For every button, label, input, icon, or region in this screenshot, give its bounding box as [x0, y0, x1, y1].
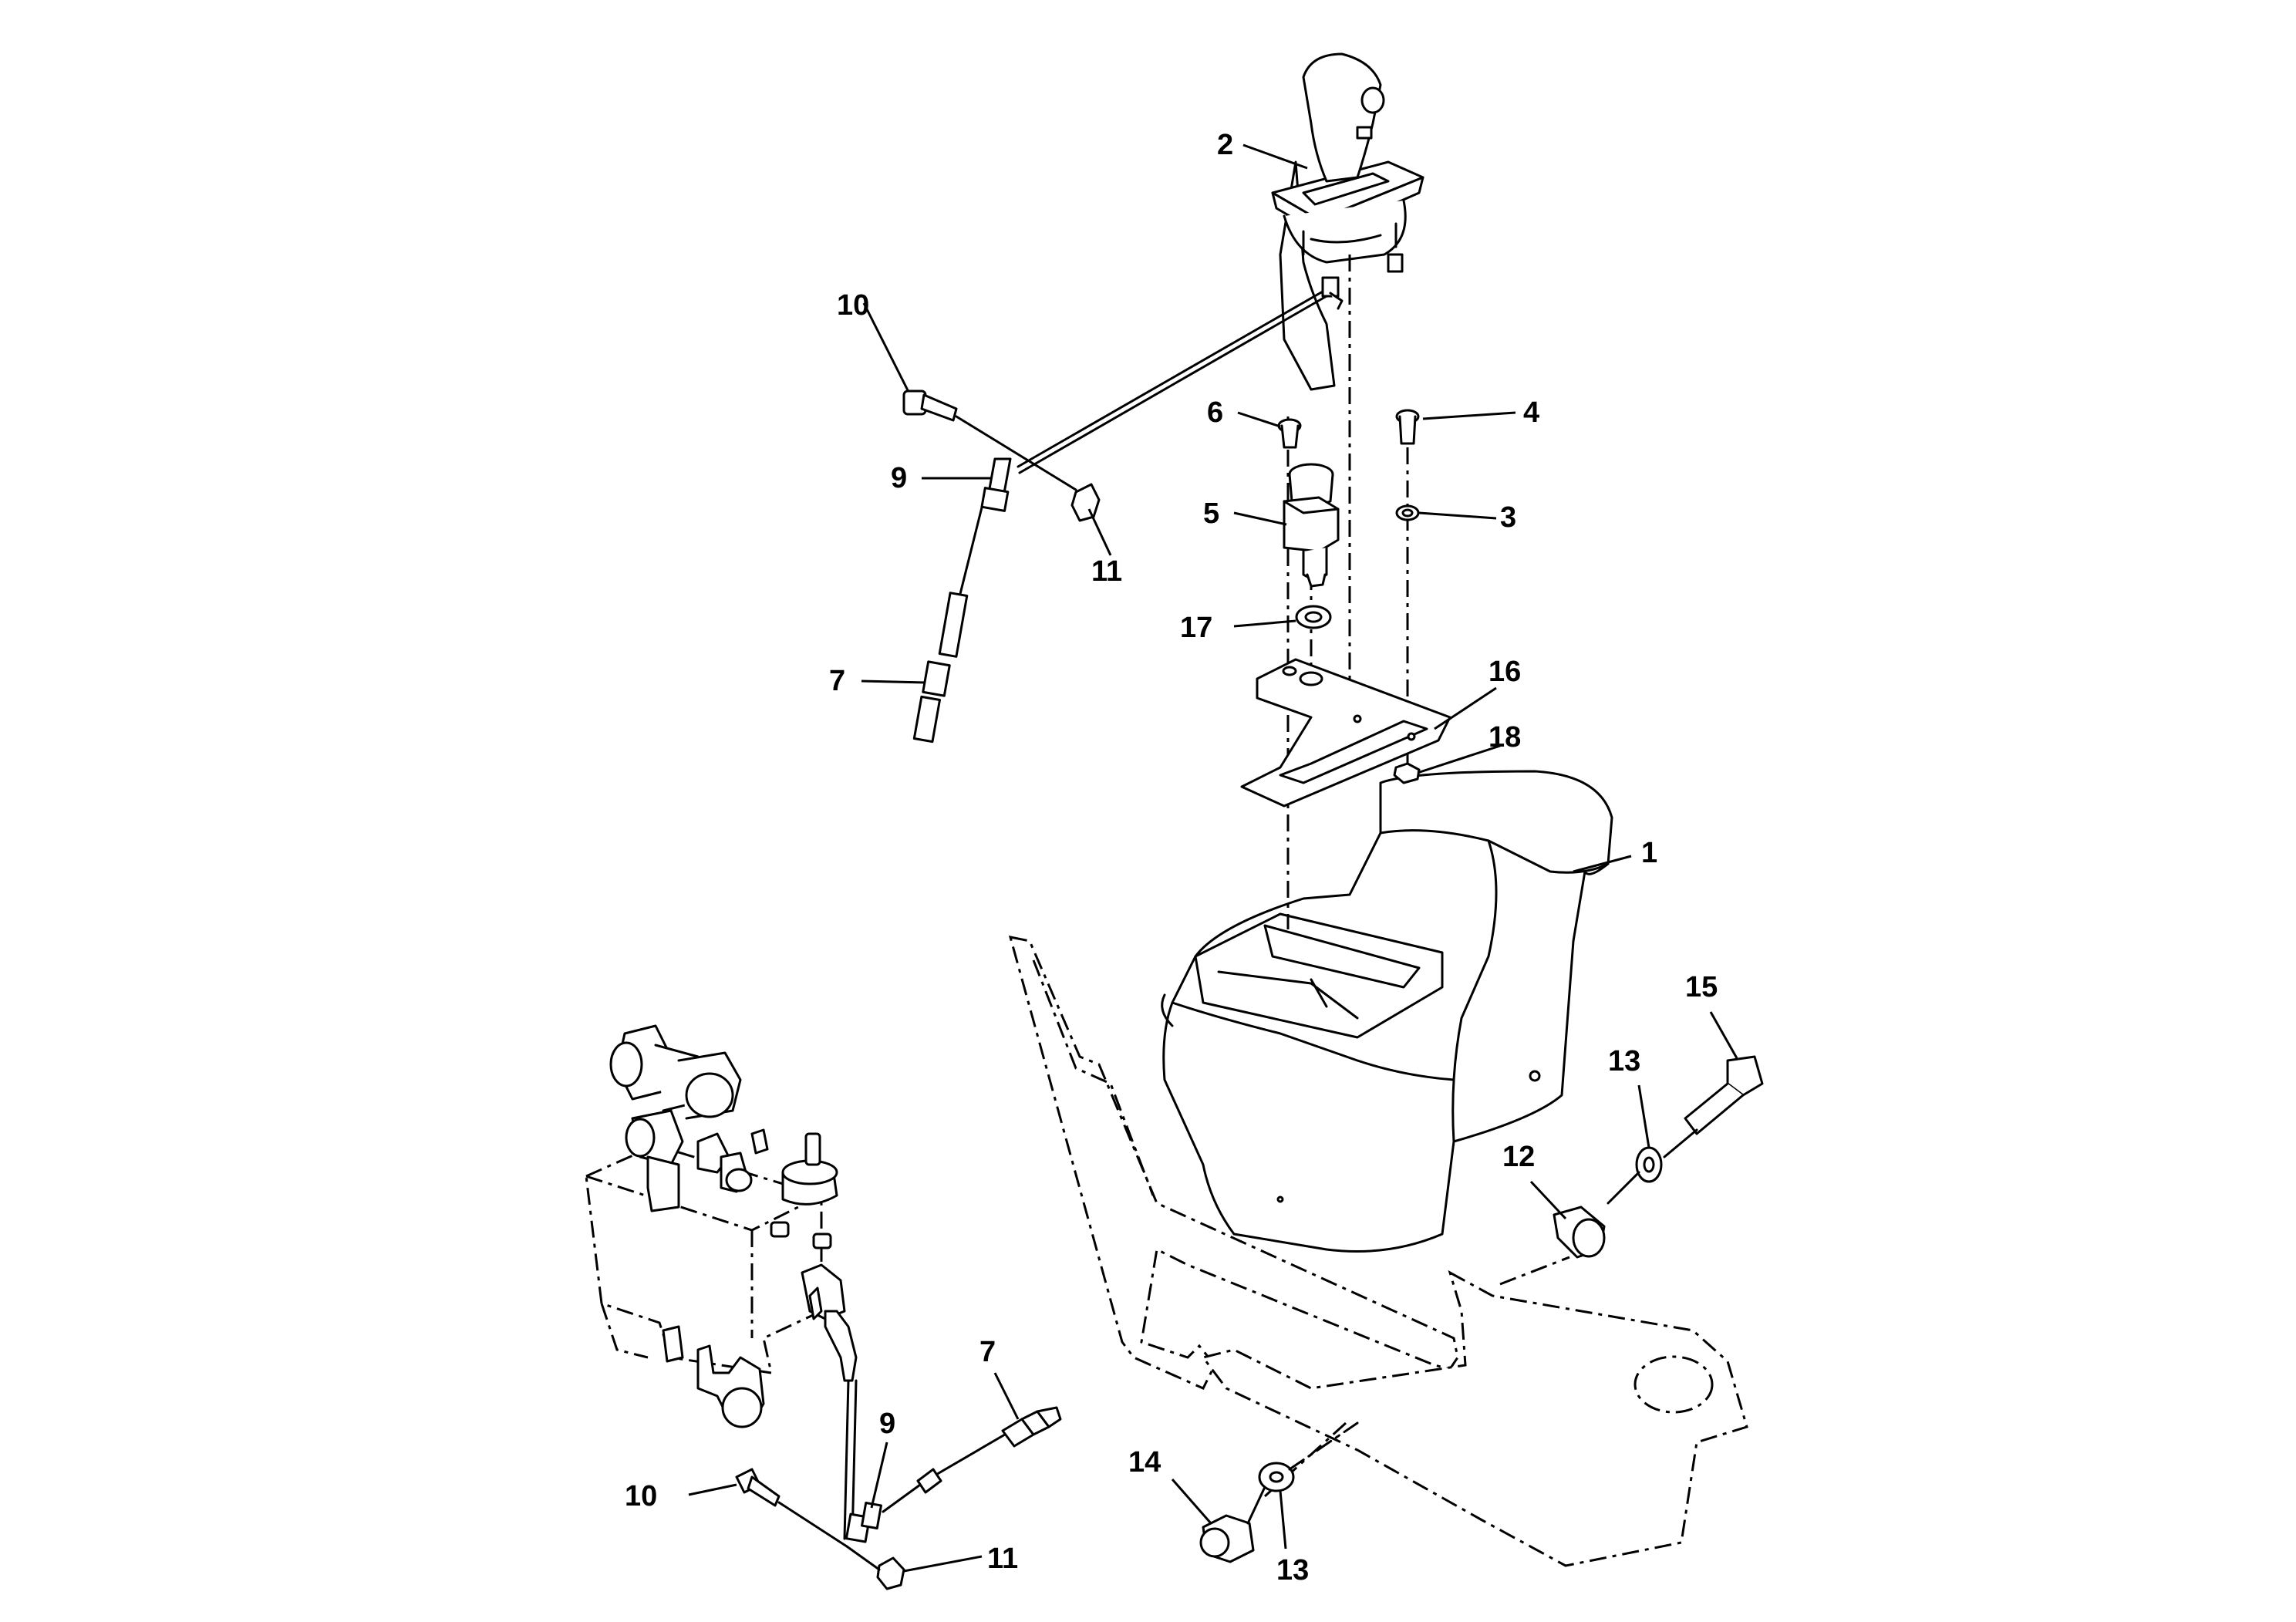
valve-fittings: [609, 1024, 858, 1428]
bushing-12: [1553, 1206, 1606, 1259]
callout-2: 2: [1217, 129, 1233, 161]
callout-13-upper: 13: [1608, 1045, 1640, 1077]
nut-11-lower: [845, 1545, 905, 1590]
callout-6: 6: [1207, 396, 1223, 429]
callout-11-upper: 11: [1091, 555, 1122, 588]
bushing-14: [1199, 1514, 1255, 1563]
screw-6: [1277, 418, 1302, 449]
callout-5: 5: [1203, 497, 1219, 530]
callout-7-lower: 7: [979, 1336, 996, 1368]
nut-18: [1393, 762, 1421, 784]
mounting-plate: [1240, 658, 1451, 808]
pushbutton-switch: [1283, 463, 1340, 588]
washer-13-lower: [1246, 1421, 1359, 1525]
washer-17: [1295, 605, 1332, 629]
callout-labels: 1 2 3 4 5 6 7 7 9 9 10 10 11 11 12 13 13…: [625, 129, 1718, 1587]
callout-9-lower: 9: [879, 1408, 895, 1440]
shift-lever-assembly: [1271, 52, 1424, 391]
screw-4: [1395, 409, 1420, 445]
callout-9-upper: 9: [891, 462, 907, 494]
washer-3: [1395, 504, 1420, 521]
bolt-10-lower: [735, 1468, 848, 1548]
rod-end-upper: [980, 457, 1012, 512]
callout-7-upper: 7: [829, 665, 845, 697]
cable-lower: [882, 1406, 1062, 1513]
callout-11-lower: 11: [987, 1543, 1018, 1575]
callout-10-upper: 10: [837, 289, 869, 322]
bolt-10-upper: [902, 389, 1077, 491]
callout-12: 12: [1502, 1141, 1535, 1173]
callout-16: 16: [1489, 656, 1521, 688]
bolt-15: [1607, 1055, 1764, 1205]
washer-13-upper: [1635, 1146, 1663, 1183]
callout-10-lower: 10: [625, 1480, 657, 1512]
callout-1: 1: [1641, 837, 1657, 869]
callout-14: 14: [1128, 1446, 1161, 1479]
linkage-lower: [843, 1379, 882, 1543]
callout-13-lower: 13: [1276, 1554, 1309, 1587]
callout-4: 4: [1523, 396, 1539, 429]
callout-leaders: [688, 143, 1738, 1573]
callout-3: 3: [1500, 501, 1516, 534]
console-housing: [1161, 770, 1613, 1253]
hydraulic-valve-block: [585, 1144, 823, 1374]
side-frame-panel: [1008, 936, 1459, 1390]
callout-15: 15: [1685, 971, 1718, 1003]
callout-17: 17: [1180, 612, 1212, 644]
callout-18: 18: [1489, 721, 1521, 754]
cable-upper: [912, 290, 1328, 744]
